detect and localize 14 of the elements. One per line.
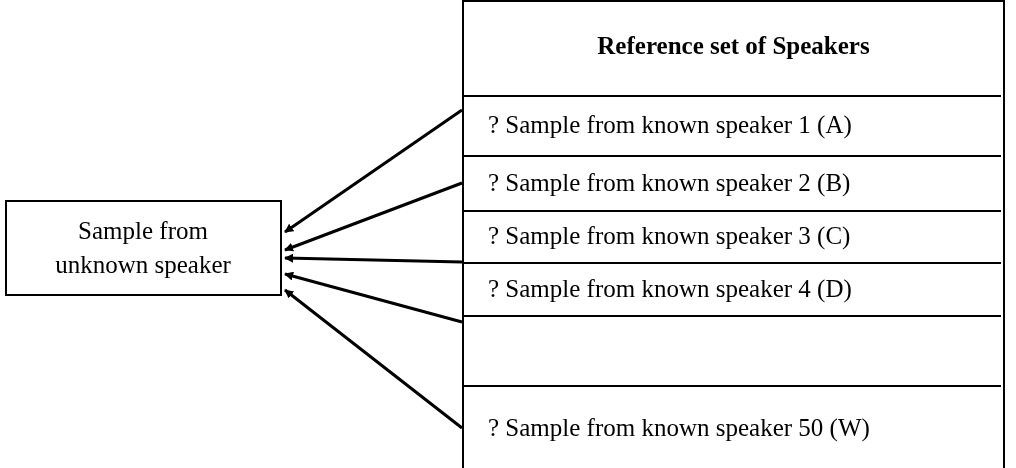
table-panel — [462, 0, 1005, 468]
row-text: ? Sample from known speaker 3 (C) — [488, 222, 851, 250]
arrow — [284, 181, 463, 252]
process-box — [5, 200, 282, 296]
row-text: ? Sample from known speaker 2 (B) — [488, 168, 851, 197]
row-text: ? Sample from known speaker 1 (A) — [488, 111, 852, 139]
arrow — [284, 271, 463, 324]
row-text: ? Sample from known speaker 50 (W) — [488, 413, 870, 442]
arrow — [284, 288, 463, 430]
arrow — [284, 108, 463, 234]
arrow — [284, 253, 463, 264]
row-text: ? Sample from known speaker 4 (D) — [488, 274, 852, 303]
box-text: Sample from unknown speaker — [54, 216, 232, 280]
table-heading: Reference set of Speakers — [596, 32, 871, 60]
